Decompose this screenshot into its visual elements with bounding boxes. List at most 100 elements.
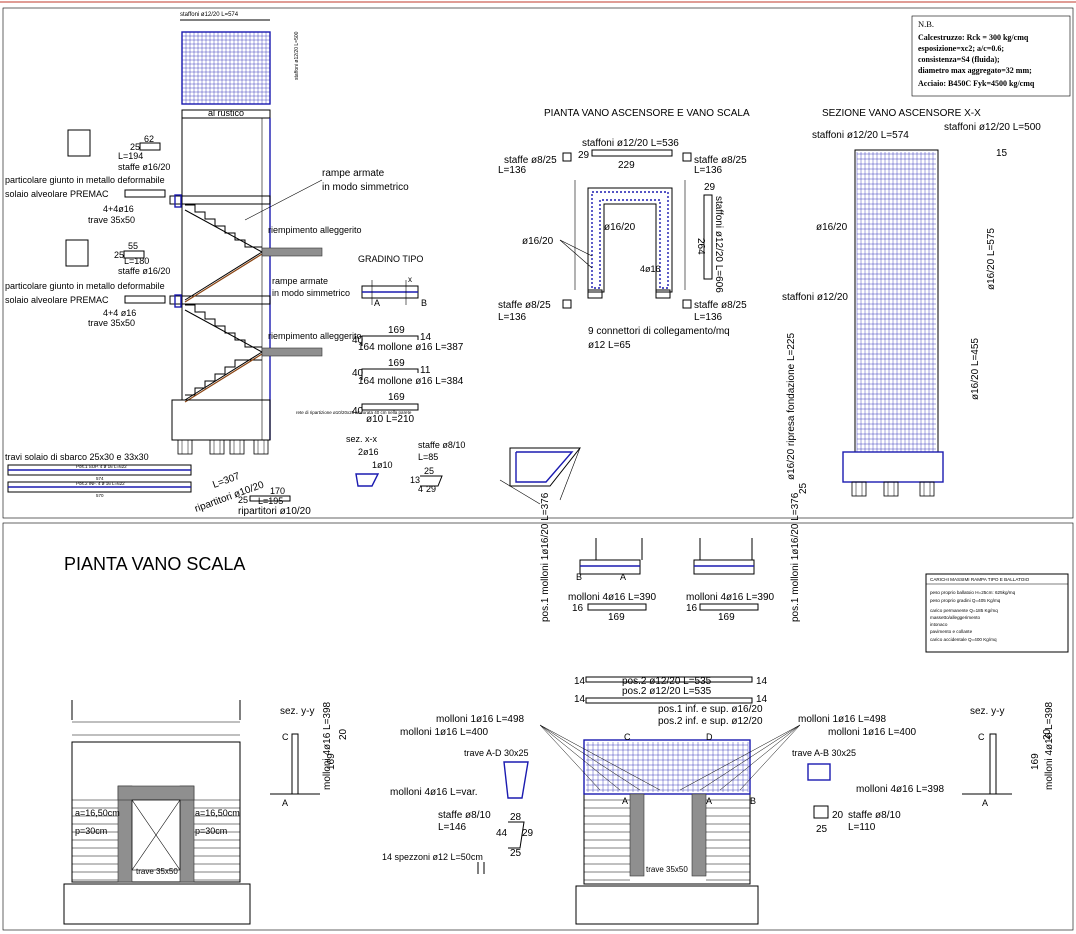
psr-d16-r: 16	[686, 603, 698, 614]
leader-line	[699, 724, 801, 791]
leader-line	[719, 724, 801, 791]
psr-pos2-inf: pos.2 inf. e sup. ø12/20	[658, 716, 763, 727]
top-staffoni-label: staffoni ø12/20 L=574	[180, 12, 239, 18]
rampe-armate-1b: in modo simmetrico	[322, 182, 409, 193]
psr-d25: 25	[510, 848, 522, 859]
psr-staffe-r: staffe ø8/10	[848, 810, 901, 821]
psr-d14a: 14	[574, 676, 586, 687]
psr-spezzoni: 14 spezzoni ø12 L=50cm	[382, 852, 483, 862]
sez-staffoni-top-r: staffoni ø12/20 L=500	[944, 122, 1041, 133]
asc-staffoni-v: staffoni ø12/20 L=606	[713, 196, 724, 293]
notes-box: N.B. Calcestruzzo: Rck = 300 kg/cmq espo…	[911, 15, 1071, 97]
psr-d: D	[706, 732, 713, 742]
gradino-staffe-l: L=85	[418, 452, 438, 462]
asc-d29b: 29	[704, 182, 716, 193]
psr-b-1: B	[576, 572, 582, 582]
gradino-d29: 29	[426, 484, 436, 494]
l-180: L=180	[124, 256, 149, 266]
psr-trave-ad: trave A-D 30x25	[464, 748, 529, 758]
carichi-row-2: peso proprio gradini Q=405 Kg/mq	[930, 598, 1001, 603]
gradino-staffe: staffe ø8/10	[418, 440, 465, 450]
psr-d169-r: 169	[718, 612, 735, 623]
gradino-r3-top: 169	[388, 392, 405, 403]
psr-molloni-398: molloni 4ø16 L=398	[856, 784, 945, 795]
gradino-d4: 4	[418, 484, 423, 494]
psr-pos1-l: pos.1 molloni 1ø16/20 L=376	[540, 492, 551, 622]
pscala-a-left: a=16,50cm	[75, 808, 120, 818]
staffe-2: staffe ø16/20	[118, 266, 170, 276]
pscala-sez: sez. y-y	[280, 706, 314, 717]
ferri-1: 4+4ø16	[103, 204, 134, 214]
asc-staffe-tr: staffe ø8/25	[694, 155, 747, 166]
asc-staffe-tl: staffe ø8/25	[504, 155, 557, 166]
al-rustico-label: al rustico	[208, 108, 244, 118]
pianta-scala-right: B A molloni 4ø16 L=390 molloni 4ø16 L=39…	[382, 492, 1055, 925]
pscala-a-right: a=16,50cm	[195, 808, 240, 818]
psr-d44: 44	[496, 828, 508, 839]
pscala-p-right: p=30cm	[195, 826, 227, 836]
dim-570: 570	[96, 493, 104, 498]
travi-sbarco: travi solaio di sbarco 25x30 e 33x30	[5, 452, 149, 462]
sezione-ascensore: SEZIONE VANO ASCENSORE X-X staffoni ø12/…	[782, 108, 1041, 497]
riempimento-2: riempimento alleggerito	[268, 331, 362, 341]
psr-a-1: A	[620, 572, 626, 582]
psr-a-2: A	[622, 796, 628, 806]
ferri-2: 4+4 ø16	[103, 308, 136, 318]
asc-ferri-r: 4ø16	[640, 264, 661, 274]
carichi-row-1: peso proprio ballatoio H=25cm: 625kg/mq	[930, 590, 1016, 595]
gradino-r2-top: 169	[388, 358, 405, 369]
psr-d169r: 169	[1030, 753, 1041, 770]
psr-d20: 20	[832, 810, 844, 821]
rete-ripartizione: rete di ripartizione ø10/20x20 ancorata …	[296, 410, 412, 415]
dim-62: 62	[144, 134, 154, 144]
psr-d29: 29	[522, 828, 534, 839]
notes-title: N.B.	[918, 19, 934, 29]
psr-trave: trave 35x50	[646, 865, 688, 874]
ascensore-title: PIANTA VANO ASCENSORE E VANO SCALA	[544, 108, 750, 119]
pscala-c: C	[282, 732, 289, 742]
gradino-title: GRADINO TIPO	[358, 254, 423, 264]
top-panel	[2, 7, 1074, 519]
psr-d14b: 14	[756, 676, 768, 687]
leader-line	[679, 724, 801, 791]
solaio-1: solaio alveolare PREMAC	[5, 189, 109, 199]
giunto-2: particolare giunto in metallo deformabil…	[5, 281, 165, 291]
gradino-r3-label: ø10 L=210	[366, 414, 415, 425]
sez-d25: 25	[798, 482, 809, 494]
asc-connettori-l: ø12 L=65	[588, 340, 631, 351]
psr-molloni-var: molloni 4ø16 L=var.	[390, 787, 478, 798]
bottom-panel	[2, 522, 1074, 931]
trave-1: trave 35x50	[88, 215, 135, 225]
note-line-1: Calcestruzzo: Rck = 300 kg/cmq	[918, 33, 1029, 42]
sezione-title: SEZIONE VANO ASCENSORE X-X	[822, 108, 981, 119]
asc-staffe-tr-l: L=136	[694, 165, 723, 176]
pile	[209, 439, 225, 455]
pile	[883, 481, 899, 497]
leader-line	[539, 724, 621, 791]
leader-line	[739, 724, 801, 791]
sez-staffoni-top: staffoni ø12/20 L=574	[812, 130, 909, 141]
side-staffoni-label: staffoni ø12/20 L=500	[294, 31, 300, 80]
sez-ferri-l: ø16/20	[816, 222, 848, 233]
pianta-ascensore: PIANTA VANO ASCENSORE E VANO SCALA staff…	[498, 108, 750, 351]
pscala-d169: 169	[326, 753, 337, 770]
pile	[919, 481, 935, 497]
psr-d25b: 25	[816, 824, 828, 835]
l-195: L=195	[258, 496, 283, 506]
gradino-tipo: GRADINO TIPO A B x 169 40 14 164 mollone…	[346, 254, 582, 505]
psr-pos2-b: pos.2 ø12/20 L=535	[622, 686, 712, 697]
staffe-1: staffe ø16/20	[118, 162, 170, 172]
rampe-armate-1a: rampe armate	[322, 168, 385, 179]
asc-staffe-bl: staffe ø8/25	[498, 300, 551, 311]
sez-ferri-r: ø16/20 L=575	[986, 228, 997, 290]
psr-trave-ab: trave A-B 30x25	[792, 748, 856, 758]
pile	[177, 439, 193, 455]
psr-d169-l: 169	[608, 612, 625, 623]
gradino-r2-left: 40	[352, 368, 364, 379]
leader-line	[539, 724, 641, 791]
carichi-row-4: massetto/alleggerimento	[930, 615, 980, 620]
sez-staffoni-l: staffoni ø12/20	[782, 292, 848, 303]
asc-staffe-bl-l: L=136	[498, 312, 527, 323]
ripartitori-2: ripartitori ø10/20	[238, 506, 311, 517]
psr-m400-r: molloni 1ø16 L=400	[828, 727, 917, 738]
